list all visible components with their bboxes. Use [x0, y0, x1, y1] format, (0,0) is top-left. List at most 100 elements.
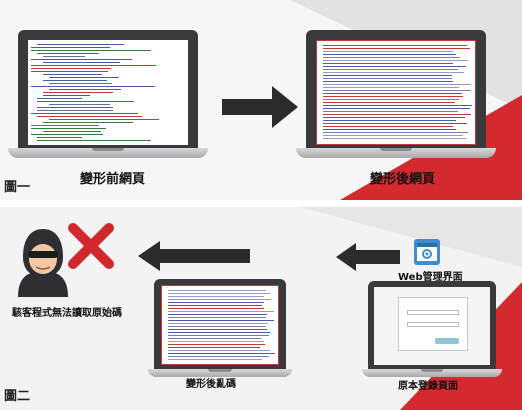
code-line	[323, 45, 467, 46]
code-line	[168, 341, 264, 342]
code-line	[31, 59, 132, 60]
login-button	[435, 338, 459, 344]
code-line	[168, 293, 270, 294]
code-line	[323, 105, 473, 106]
code-line	[323, 84, 472, 85]
code-line	[323, 93, 462, 94]
code-line	[323, 138, 466, 139]
code-line	[43, 80, 107, 81]
code-line	[37, 98, 82, 99]
code-line	[168, 311, 275, 312]
web-admin-label: Web管理界面	[398, 272, 463, 283]
code-line	[43, 131, 102, 132]
figure-2-panel: 駭客程式無法讀取原始碼 Web管理界面 變形後亂碼	[0, 207, 522, 410]
code-line	[168, 317, 267, 318]
source-code-screen-before	[28, 40, 188, 145]
code-line	[168, 356, 270, 357]
scrambled-code-screen	[161, 285, 279, 365]
code-line	[168, 299, 272, 300]
code-line	[31, 68, 111, 69]
code-line	[168, 320, 274, 321]
code-line	[323, 69, 458, 70]
code-line	[168, 290, 266, 291]
code-line	[323, 123, 468, 124]
code-line	[323, 132, 468, 133]
code-line	[323, 126, 453, 127]
arrow-right-icon	[222, 86, 298, 128]
code-line	[323, 108, 470, 109]
code-line	[31, 47, 111, 48]
code-line	[31, 50, 151, 51]
code-line	[168, 329, 268, 330]
code-line	[323, 129, 456, 130]
code-line	[168, 308, 265, 309]
code-line	[37, 44, 124, 45]
code-line	[323, 48, 471, 49]
code-line	[323, 111, 459, 112]
code-line	[168, 305, 262, 306]
code-line	[43, 92, 113, 93]
login-page-screen	[374, 287, 490, 365]
code-line	[323, 96, 464, 97]
code-line	[49, 77, 120, 78]
code-line	[323, 102, 456, 103]
cross-icon	[68, 223, 114, 269]
laptop-before	[8, 30, 208, 160]
figure-2-label: 圖二	[4, 389, 31, 404]
code-line	[37, 140, 152, 141]
figure-1-panel: 圖一 變形前網頁 變形後網頁	[0, 0, 522, 200]
code-line	[323, 75, 453, 76]
arrow-left-icon	[336, 243, 400, 271]
hacker-label: 駭客程式無法讀取原始碼	[12, 308, 122, 319]
figure-1-label: 圖一	[4, 180, 31, 195]
code-line	[168, 335, 270, 336]
code-line	[37, 107, 113, 108]
username-field	[407, 310, 459, 315]
code-line	[31, 113, 139, 114]
code-line	[168, 302, 265, 303]
code-line	[323, 120, 456, 121]
scrambled-code-screen-after	[316, 40, 476, 145]
code-line	[168, 296, 265, 297]
code-line	[323, 114, 472, 115]
code-line	[31, 125, 100, 126]
code-line	[323, 63, 453, 64]
code-line	[323, 60, 469, 61]
code-line	[168, 332, 271, 333]
code-line	[43, 56, 86, 57]
code-line	[43, 74, 103, 75]
code-line	[323, 51, 454, 52]
arrow-left-icon	[138, 241, 250, 271]
code-line	[323, 99, 460, 100]
code-line	[168, 338, 262, 339]
code-line	[323, 135, 463, 136]
code-line	[168, 347, 260, 348]
laptop-after	[296, 30, 496, 160]
hacker-icon	[18, 229, 68, 297]
code-line	[31, 86, 156, 87]
code-line	[37, 116, 143, 117]
code-line	[168, 359, 262, 360]
laptop-original-login	[362, 281, 502, 381]
code-line	[31, 134, 103, 135]
code-line	[43, 62, 120, 63]
after-page-label: 變形後網頁	[370, 172, 436, 187]
code-line	[168, 323, 268, 324]
code-line	[168, 326, 266, 327]
code-line	[49, 104, 110, 105]
code-line	[323, 90, 472, 91]
code-line	[49, 119, 159, 120]
laptop-scrambled	[148, 279, 292, 379]
code-line	[323, 72, 465, 73]
code-line	[168, 344, 266, 345]
code-line	[31, 128, 106, 129]
code-line	[37, 110, 113, 111]
code-line	[323, 117, 466, 118]
code-line	[168, 314, 267, 315]
code-line	[168, 350, 271, 351]
code-line	[323, 66, 467, 67]
original-login-label: 原本登錄頁面	[398, 381, 458, 392]
login-card	[398, 297, 468, 351]
code-line	[49, 89, 122, 90]
code-line	[31, 71, 109, 72]
